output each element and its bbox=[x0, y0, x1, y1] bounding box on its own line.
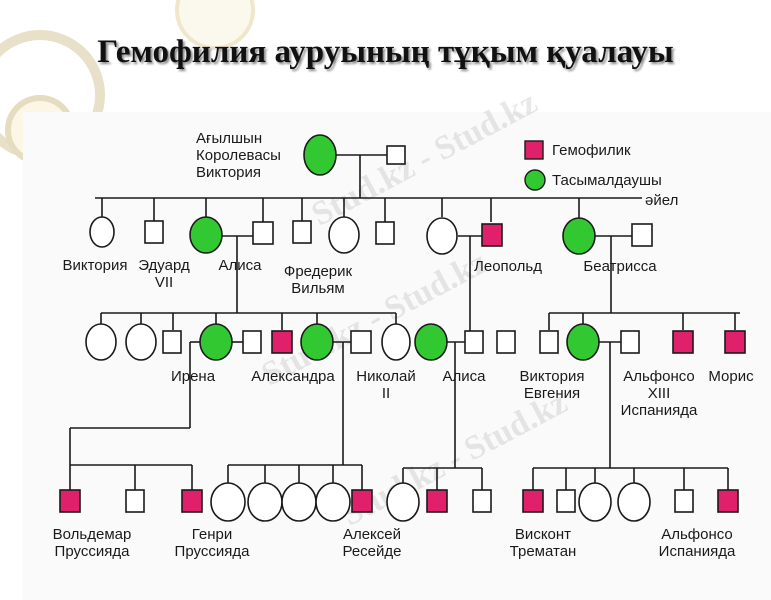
hemophiliac-henry bbox=[181, 489, 203, 513]
label-waldemar: Вольдемар Пруссияда bbox=[52, 526, 132, 560]
label-nicholas-ii: Николай II bbox=[356, 368, 416, 402]
male-edward-vii bbox=[144, 220, 164, 244]
label-victoria-eugenie: Виктория Евгения bbox=[519, 368, 585, 402]
label-alice-g3: Алиса bbox=[442, 368, 486, 385]
carrier-alexandra bbox=[300, 323, 334, 361]
male-son bbox=[472, 489, 492, 513]
label-frederick: Фредерик Вильям bbox=[283, 263, 353, 297]
female-daughter bbox=[386, 482, 420, 522]
label-alexei: Алексей Ресейде bbox=[342, 526, 402, 560]
hemophiliac-son bbox=[426, 489, 448, 513]
legend-hemophiliac-square bbox=[524, 140, 544, 160]
female-daughter bbox=[578, 482, 612, 522]
hemophiliac-leopold bbox=[481, 223, 503, 247]
label-alfonso-xiii: Альфонсо XIII Испанияда bbox=[620, 368, 698, 419]
pedigree-lines bbox=[69, 154, 740, 490]
female-victoria bbox=[89, 216, 115, 248]
female-daughter bbox=[617, 482, 651, 522]
male-alfonso-xiii bbox=[620, 330, 640, 354]
hemophiliac-alfonso-brother bbox=[672, 330, 694, 354]
label-edward-vii: Эдуард VII bbox=[138, 257, 190, 291]
female-daughter bbox=[125, 323, 157, 361]
carrier-irene bbox=[199, 323, 233, 361]
legend-hemophiliac-label: Гемофилик bbox=[552, 142, 631, 159]
carrier-beatrice bbox=[562, 217, 596, 255]
carrier-victoria-eugenie bbox=[566, 323, 600, 361]
carrier-alice bbox=[189, 216, 223, 254]
legend-carrier-circle bbox=[524, 169, 546, 191]
female-daughter bbox=[247, 482, 283, 522]
female-daughter bbox=[85, 323, 117, 361]
male-beatrice-husband bbox=[631, 223, 653, 247]
hemophiliac-alexei bbox=[351, 489, 373, 513]
label-viscount: Висконт Трематан bbox=[509, 526, 577, 560]
male-son bbox=[539, 330, 559, 354]
label-leopold: Леопольд bbox=[474, 258, 542, 275]
hemophiliac-son bbox=[271, 330, 293, 354]
legend-carrier-label-2: әйел bbox=[645, 192, 679, 209]
female-leopold-wife bbox=[426, 217, 458, 255]
male-prince-albert bbox=[386, 145, 406, 165]
label-beatrice: Беатрисса bbox=[583, 258, 657, 275]
hemophiliac-maurice bbox=[724, 330, 746, 354]
male-sibling bbox=[375, 221, 395, 245]
page-title: Гемофилия ауруының тұқым қуалауы bbox=[97, 34, 674, 70]
label-alfonso-son: Альфонсо Испанияда bbox=[658, 526, 736, 560]
male-frederick bbox=[292, 220, 312, 244]
female-daughter bbox=[281, 482, 317, 522]
male-alice-husband-g3 bbox=[464, 330, 484, 354]
male-son bbox=[674, 489, 694, 513]
female-daughter bbox=[315, 482, 351, 522]
hemophiliac-waldemar bbox=[59, 489, 81, 513]
male-alice-husband bbox=[252, 221, 274, 245]
label-queen-victoria: Ағылшын Королевасы Виктория bbox=[196, 130, 281, 181]
label-alexandra: Александра bbox=[251, 368, 335, 385]
label-irene: Ирена bbox=[170, 368, 216, 385]
label-maurice: Морис bbox=[708, 368, 754, 385]
male-irene-husband bbox=[162, 330, 182, 354]
hemophiliac-viscount bbox=[522, 489, 544, 513]
label-henry: Генри Пруссияда bbox=[174, 526, 250, 560]
label-victoria: Виктория bbox=[62, 257, 128, 274]
male-nicholas-ii bbox=[350, 330, 372, 354]
female-daughter bbox=[210, 482, 246, 522]
legend-carrier-label: Тасымалдаушы bbox=[552, 172, 662, 189]
male-son bbox=[125, 489, 145, 513]
male-son bbox=[556, 489, 576, 513]
decor-leaf-ring bbox=[175, 0, 255, 50]
male-son bbox=[496, 330, 516, 354]
female-sibling bbox=[328, 216, 360, 254]
carrier-queen-victoria bbox=[303, 134, 337, 176]
hemophiliac-alfonso-son bbox=[717, 489, 739, 513]
label-alice: Алиса bbox=[218, 257, 262, 274]
carrier-alice-g3 bbox=[414, 323, 448, 361]
male-son bbox=[242, 330, 262, 354]
female-daughter bbox=[381, 323, 411, 361]
